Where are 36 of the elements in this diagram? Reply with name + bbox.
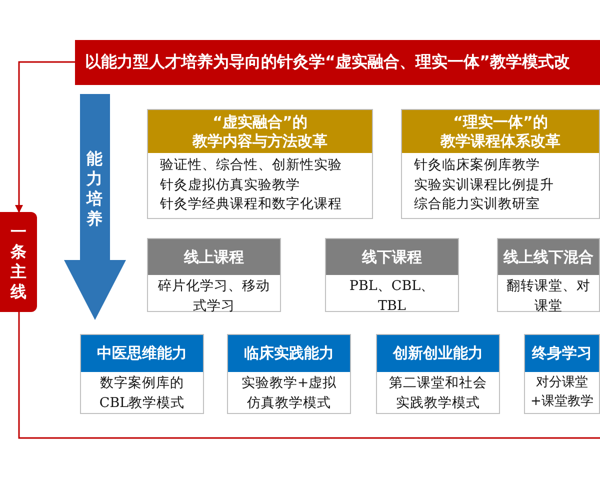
box-header: 线下课程: [326, 239, 458, 275]
reform-box: [401, 109, 600, 219]
box-header: 临床实践能力: [228, 335, 350, 372]
box-text: 数字案例库的CBL教学模式: [98, 374, 186, 413]
box-header: 终身学习: [525, 335, 599, 372]
edge-label: 能力培养: [86, 149, 103, 229]
main-line-tab: 一条主线: [0, 212, 37, 312]
connector-line: [18, 312, 600, 439]
box-header: 中医思维能力: [81, 335, 203, 372]
course-box: [147, 238, 281, 312]
list-item: 针灸虚拟仿真实验教学: [160, 176, 300, 195]
box-text: 第二课堂和社会实践教学模式: [389, 374, 487, 413]
list-item: 针灸临床案例库教学: [414, 156, 540, 176]
connector-line: [15, 61, 75, 213]
course-box: [376, 334, 500, 414]
box-header: “理实一体”的 教学课程体系改革: [402, 110, 599, 153]
box-header: 线上课程: [148, 239, 280, 275]
box-header: “虚实融合”的 教学内容与方法改革: [148, 110, 372, 153]
box-text: 实验教学+虚拟仿真教学模式: [240, 374, 338, 413]
box-header: 线上线下混合: [498, 239, 599, 275]
course-box: [497, 238, 600, 312]
course-box: [325, 238, 459, 312]
reform-box: [147, 109, 373, 219]
box-header: 创新创业能力: [377, 335, 499, 372]
title-banner: 以能力型人才培养为导向的针灸学“虚实融合、理实一体”教学模式改: [75, 40, 600, 85]
box-text: 碎片化学习、移动式学习: [158, 277, 270, 316]
box-text: 对分课堂+课堂教学: [530, 374, 594, 411]
box-text: PBL、CBL、TBL: [348, 277, 436, 316]
course-box: [80, 334, 204, 414]
list-item: 针灸学经典课程和数字化课程: [160, 195, 342, 214]
course-box: [227, 334, 351, 414]
box-text: 翻转课堂、对课堂: [506, 277, 592, 316]
list-item: 验证性、综合性、创新性实验: [160, 156, 342, 176]
list-item: 综合能力实训教研室: [414, 195, 540, 214]
course-box: [524, 334, 600, 414]
list-item: 实验实训课程比例提升: [414, 176, 554, 195]
